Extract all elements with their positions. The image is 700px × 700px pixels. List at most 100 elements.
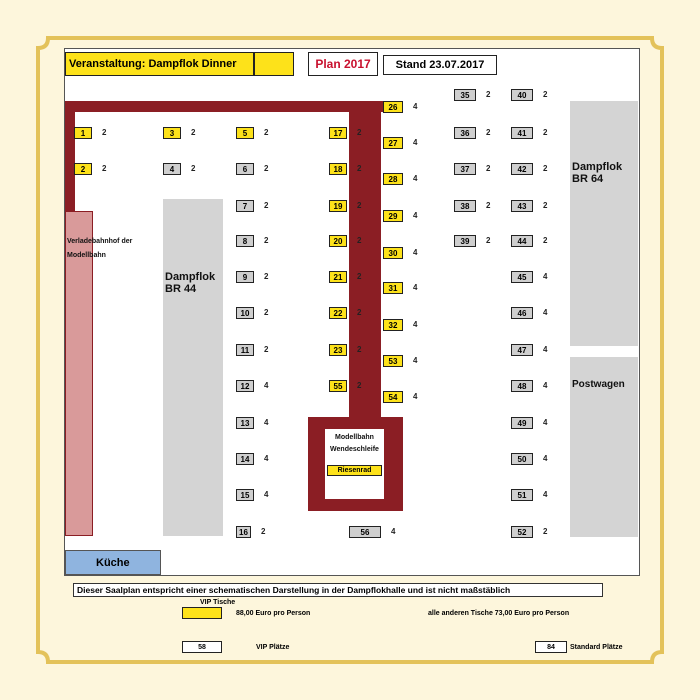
table-19-seats: 2	[357, 201, 362, 210]
table-46-seats: 4	[543, 308, 548, 317]
table-35-seats: 2	[486, 90, 491, 99]
vip-price: 88,00 Euro pro Person	[236, 610, 311, 617]
table-47: 47	[511, 344, 533, 356]
table-14: 14	[236, 453, 254, 465]
table-32-seats: 4	[413, 320, 418, 329]
table-9: 9	[236, 271, 254, 283]
table-30: 30	[383, 247, 403, 259]
table-23: 23	[329, 344, 347, 356]
table-21: 21	[329, 271, 347, 283]
table-56: 56	[349, 526, 381, 538]
table-51-seats: 4	[543, 490, 548, 499]
table-49: 49	[511, 417, 533, 429]
table-13-seats: 4	[264, 418, 269, 427]
event-title: Veranstaltung: Dampflok Dinner	[65, 52, 254, 76]
table-32: 32	[383, 319, 403, 331]
table-5: 5	[236, 127, 254, 139]
table-31: 31	[383, 282, 403, 294]
table-45-seats: 4	[543, 272, 548, 281]
table-56-seats: 4	[391, 527, 396, 536]
table-55: 55	[329, 380, 347, 392]
table-26: 26	[383, 101, 403, 113]
table-30-seats: 4	[413, 248, 418, 257]
standard-count: 84	[535, 641, 567, 653]
table-6: 6	[236, 163, 254, 175]
riesenrad-box: Riesenrad	[327, 465, 382, 476]
table-27-seats: 4	[413, 138, 418, 147]
floor-plan: Veranstaltung: Dampflok Dinner Plan 2017…	[64, 48, 640, 576]
track-top	[65, 101, 383, 112]
table-52: 52	[511, 526, 533, 538]
table-42-seats: 2	[543, 164, 548, 173]
table-13: 13	[236, 417, 254, 429]
table-17-seats: 2	[357, 128, 362, 137]
table-3-seats: 2	[191, 128, 196, 137]
table-51: 51	[511, 489, 533, 501]
table-42: 42	[511, 163, 533, 175]
table-8: 8	[236, 235, 254, 247]
table-14-seats: 4	[264, 454, 269, 463]
table-15-seats: 4	[264, 490, 269, 499]
table-9-seats: 2	[264, 272, 269, 281]
table-12-seats: 4	[264, 381, 269, 390]
dampflok-br44-area	[163, 199, 223, 536]
dampflok-br44-label: Dampflok BR 44	[165, 271, 216, 295]
table-37-seats: 2	[486, 164, 491, 173]
table-54-seats: 4	[413, 392, 418, 401]
table-37: 37	[454, 163, 476, 175]
table-7: 7	[236, 200, 254, 212]
table-19: 19	[329, 200, 347, 212]
table-16-seats: 2	[261, 527, 266, 536]
table-49-seats: 4	[543, 418, 548, 427]
table-29-seats: 4	[413, 211, 418, 220]
table-7-seats: 2	[264, 201, 269, 210]
table-20-seats: 2	[357, 236, 362, 245]
table-53-seats: 4	[413, 356, 418, 365]
table-55-seats: 2	[357, 381, 362, 390]
table-35: 35	[454, 89, 476, 101]
table-20: 20	[329, 235, 347, 247]
kueche-area: Küche	[65, 550, 161, 575]
stand-date: Stand 23.07.2017	[383, 55, 497, 75]
verladebahnhof-area	[65, 211, 93, 536]
plan-year: Plan 2017	[308, 52, 378, 76]
event-title-extension	[254, 52, 294, 76]
table-39: 39	[454, 235, 476, 247]
table-17: 17	[329, 127, 347, 139]
table-53: 53	[383, 355, 403, 367]
table-31-seats: 4	[413, 283, 418, 292]
table-50-seats: 4	[543, 454, 548, 463]
table-47-seats: 4	[543, 345, 548, 354]
verladebahnhof-label: Verladebahnhof der Modellbahn	[67, 238, 133, 259]
table-43-seats: 2	[543, 201, 548, 210]
table-40-seats: 2	[543, 90, 548, 99]
other-price: alle anderen Tische 73,00 Euro pro Perso…	[428, 610, 570, 617]
loop-inner	[325, 429, 384, 499]
table-38-seats: 2	[486, 201, 491, 210]
table-27: 27	[383, 137, 403, 149]
table-22-seats: 2	[357, 308, 362, 317]
disclaimer: Dieser Saalplan entspricht einer schemat…	[73, 583, 603, 597]
table-23-seats: 2	[357, 345, 362, 354]
vip-places-label: VIP Plätze	[256, 644, 290, 651]
table-40: 40	[511, 89, 533, 101]
table-15: 15	[236, 489, 254, 501]
table-11-seats: 2	[264, 345, 269, 354]
table-46: 46	[511, 307, 533, 319]
table-1-seats: 2	[102, 128, 107, 137]
table-8-seats: 2	[264, 236, 269, 245]
table-22: 22	[329, 307, 347, 319]
table-50: 50	[511, 453, 533, 465]
track-left	[65, 101, 75, 213]
modellbahn-label: Modellbahn Wendeschleife	[330, 434, 379, 453]
table-12: 12	[236, 380, 254, 392]
table-48-seats: 4	[543, 381, 548, 390]
postwagen-area	[570, 357, 638, 537]
table-16: 16	[236, 526, 251, 538]
table-4-seats: 2	[191, 164, 196, 173]
table-2-seats: 2	[102, 164, 107, 173]
table-3: 3	[163, 127, 181, 139]
table-28-seats: 4	[413, 174, 418, 183]
table-36: 36	[454, 127, 476, 139]
standard-places-label: Standard Plätze	[570, 644, 623, 651]
